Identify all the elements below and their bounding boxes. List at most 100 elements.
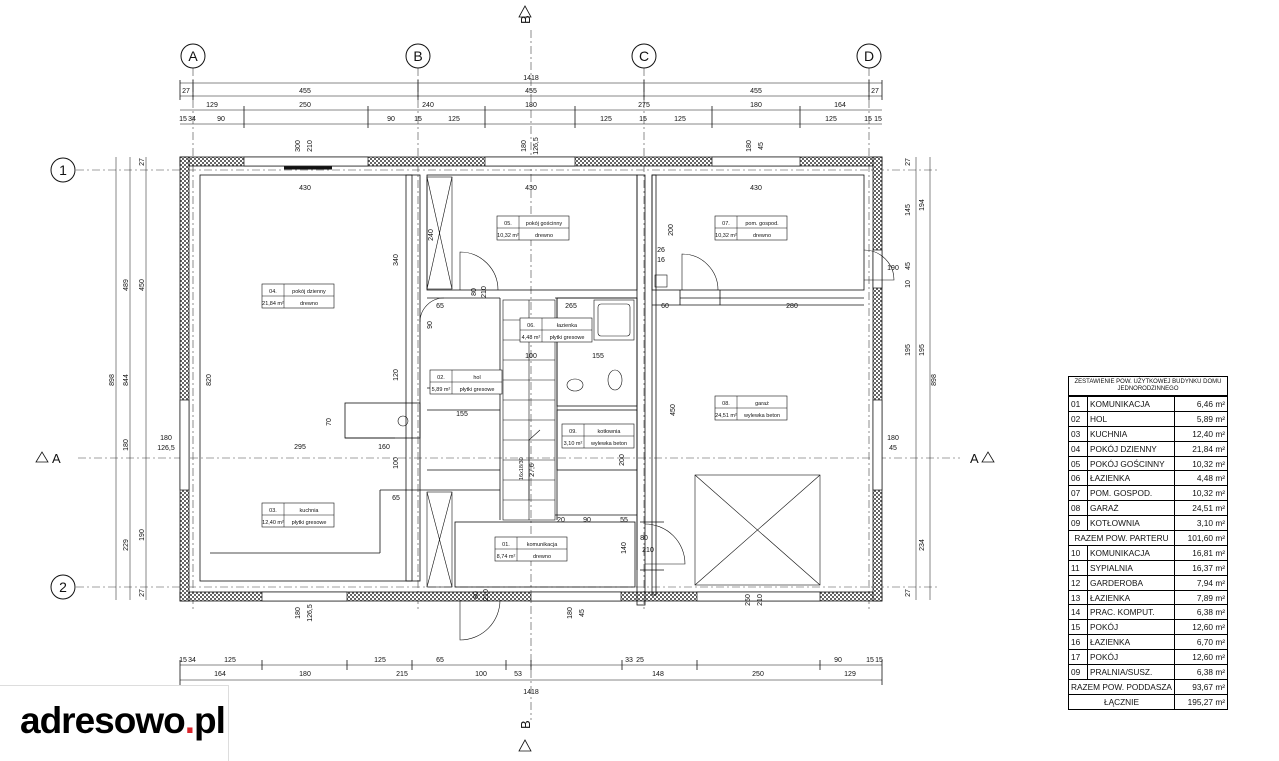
svg-text:45: 45 (579, 609, 586, 617)
room-finish: płytki gresowe (292, 520, 327, 526)
room-name: kotłownia (598, 429, 622, 435)
svg-text:125: 125 (224, 657, 236, 664)
svg-text:430: 430 (525, 185, 537, 192)
svg-text:190: 190 (887, 265, 899, 272)
svg-text:455: 455 (299, 88, 311, 95)
section-mark-right: A (970, 451, 995, 466)
summary-row-area: 101,60 m² (1173, 530, 1227, 546)
axis-label-c: C (639, 48, 649, 64)
svg-text:27: 27 (139, 158, 146, 166)
svg-text:125: 125 (374, 657, 386, 664)
svg-text:455: 455 (750, 88, 762, 95)
summary-row-name: POKÓJ GOŚCINNY (1087, 455, 1175, 471)
summary-row-number: 15 (1069, 619, 1088, 635)
summary-row-number: 11 (1069, 559, 1088, 576)
room-id: 02. (437, 375, 445, 381)
svg-text:80: 80 (473, 591, 480, 599)
svg-text:155: 155 (456, 411, 468, 418)
room-area: 10,32 m² (715, 233, 737, 239)
dim-overall-top: 1418 (523, 75, 539, 82)
svg-text:129: 129 (844, 671, 856, 678)
svg-text:210: 210 (483, 589, 490, 601)
room-finish: drewno (300, 301, 318, 307)
svg-text:90: 90 (217, 116, 225, 123)
summary-row-area: 6,38 m² (1173, 664, 1227, 680)
svg-text:15: 15 (875, 657, 883, 664)
summary-row-area: 7,94 m² (1173, 574, 1227, 591)
summary-row-name: KOMUNIKACJA (1087, 544, 1175, 561)
room-id: 08. (722, 401, 730, 407)
summary-row-area: 21,84 m² (1173, 440, 1227, 457)
svg-text:125: 125 (825, 116, 837, 123)
svg-text:125: 125 (674, 116, 686, 123)
svg-text:15: 15 (874, 116, 882, 123)
svg-text:180: 180 (746, 140, 753, 152)
summary-row-area: 7,89 m² (1173, 589, 1227, 605)
summary-total-label: RAZEM POW. PODDASZA (1069, 678, 1175, 695)
svg-text:15: 15 (864, 116, 872, 123)
summary-row-area: 12,60 m² (1173, 649, 1227, 665)
svg-text:898: 898 (109, 374, 116, 386)
dim-overall-bottom: 1418 (523, 689, 539, 696)
svg-text:145: 145 (905, 204, 912, 216)
stairs-label: 16x18/30 (519, 457, 525, 480)
svg-text:180: 180 (123, 439, 130, 451)
adresowo-logo[interactable]: adresowo.pl (0, 685, 229, 761)
room-id: 09. (569, 429, 577, 435)
axis-label-1: 1 (59, 162, 67, 178)
svg-text:126,5: 126,5 (157, 445, 175, 452)
svg-text:55: 55 (620, 517, 628, 524)
garage-door (694, 474, 821, 586)
summary-row-name: ŁAZIENKA (1087, 470, 1175, 486)
svg-text:195: 195 (905, 344, 912, 356)
svg-text:34: 34 (188, 657, 196, 664)
axis-label-a: A (188, 48, 198, 64)
svg-text:164: 164 (834, 102, 846, 109)
room-area: 12,40 m² (262, 520, 284, 526)
summary-row-name: PRALNIA/SUSZ. (1087, 664, 1175, 680)
summary-row-name: KUCHNIA (1087, 425, 1175, 442)
summary-row-area: 12,60 m² (1173, 619, 1227, 635)
summary-row-number: 04 (1069, 440, 1088, 457)
room-name: łazienka (557, 323, 578, 329)
svg-text:234: 234 (919, 539, 926, 551)
svg-text:15: 15 (866, 657, 874, 664)
axis-label-d: D (864, 48, 874, 64)
svg-text:90: 90 (834, 657, 842, 664)
summary-row-area: 6,46 m² (1173, 396, 1227, 412)
svg-text:180: 180 (160, 435, 172, 442)
summary-row-name: POKÓJ (1087, 619, 1175, 635)
summary-row-name: POM. GOSPOD. (1087, 485, 1175, 501)
svg-text:280: 280 (786, 303, 798, 310)
summary-row-number: 09 (1069, 664, 1088, 680)
svg-text:148: 148 (652, 671, 664, 678)
room-id: 05. (504, 221, 512, 227)
summary-row-area: 6,38 m² (1173, 604, 1227, 620)
summary-row-name: ŁAZIENKA (1087, 589, 1175, 605)
svg-text:125: 125 (448, 116, 460, 123)
axis-label-b: B (413, 48, 422, 64)
summary-total-label: RAZEM POW. PARTERU (1069, 530, 1175, 546)
section-mark-left: A (35, 451, 61, 466)
svg-text:340: 340 (393, 254, 400, 266)
svg-text:200: 200 (619, 454, 626, 466)
svg-text:60: 60 (661, 303, 669, 310)
summary-row-number: 13 (1069, 589, 1088, 605)
door-swings (419, 249, 895, 641)
svg-text:250: 250 (745, 594, 752, 606)
summary-row-number: 16 (1069, 634, 1088, 650)
summary-row-number: 10 (1069, 544, 1088, 561)
summary-row-name: SYPIALNIA (1087, 559, 1175, 576)
svg-text:65: 65 (392, 495, 400, 502)
room-area: 24,51 m² (715, 413, 737, 419)
